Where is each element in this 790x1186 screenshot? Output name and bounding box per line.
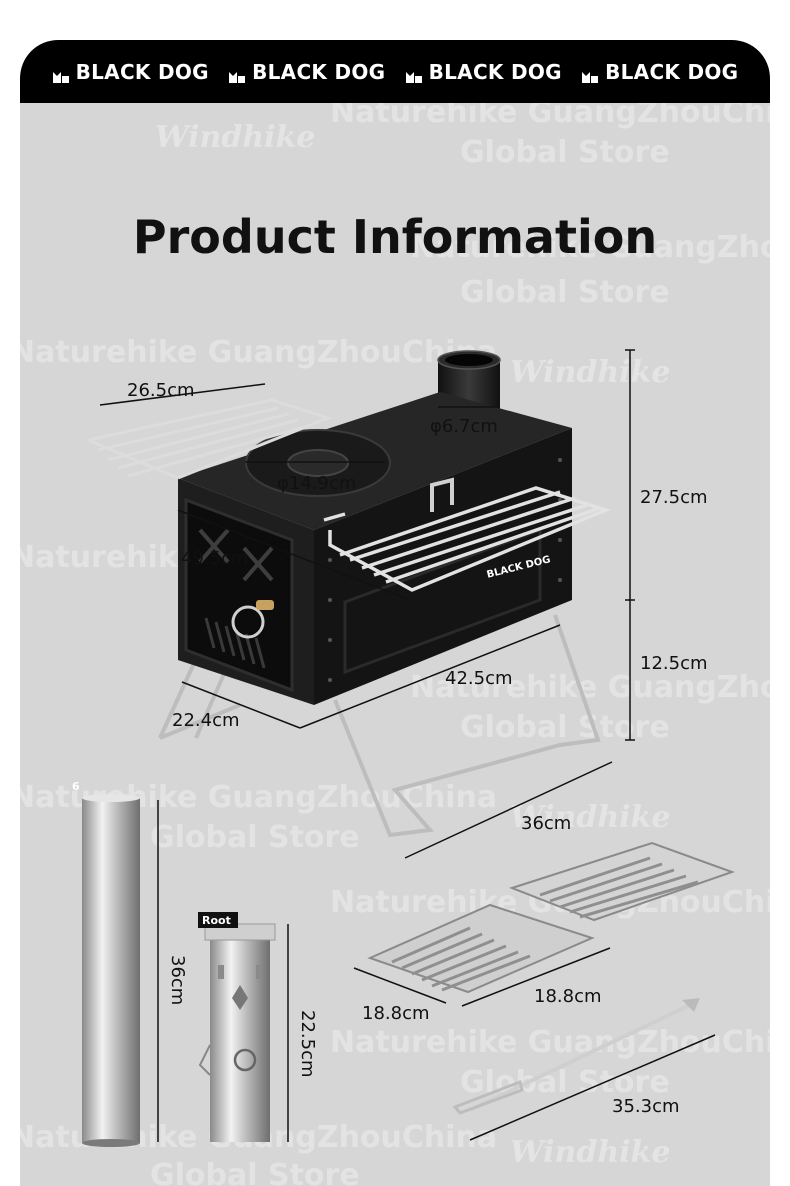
- watermark-logo: Windhike: [510, 1135, 671, 1170]
- brand-text: BLACK DOG: [605, 59, 739, 84]
- brand-text: BLACK DOG: [252, 59, 386, 84]
- brand-banner: BLACK DOG BLACK DOG BLACK DOG BLACK DOG: [20, 40, 770, 103]
- watermark-store-2: Global Store: [460, 710, 670, 745]
- dimension-lines: [99, 349, 635, 859]
- grill-grates: [353, 841, 735, 1007]
- product-panel: Naturehike GuangZhouChina Windhike Natur…: [20, 40, 770, 1186]
- watermark-logo: Windhike: [510, 355, 671, 390]
- watermark-store: Naturehike GuangZhouChina: [410, 670, 770, 705]
- pipe-length-label: 36cm: [167, 955, 188, 1006]
- total-length-label: 49.5cm: [181, 548, 249, 569]
- chimney-diameter-label: φ6.7cm: [430, 416, 498, 437]
- leg-height-label: 12.5cm: [640, 653, 708, 674]
- watermark-store-2: Global Store: [150, 1158, 360, 1186]
- pipe-count-tag: 6: [72, 780, 80, 793]
- spark-arrestor-cap: [198, 912, 289, 1142]
- watermark-logo: Windhike: [155, 120, 316, 155]
- total-height-label: 27.5cm: [640, 487, 708, 508]
- watermark-store-2: Global Store: [460, 275, 670, 310]
- dog-logo-icon: [405, 65, 423, 83]
- watermark-store-2: Global Store: [150, 820, 360, 855]
- cooktop-diameter-label: φ14.9cm: [277, 473, 357, 494]
- leg-span-label: 36cm: [521, 813, 572, 834]
- shelf-width-label: 26.5cm: [127, 380, 195, 401]
- body-length-label: 42.5cm: [445, 668, 513, 689]
- watermark-store-2: Global Store: [460, 135, 670, 170]
- brand-mark: BLACK DOG: [228, 60, 385, 84]
- dog-logo-icon: [228, 65, 246, 83]
- watermark-store: Naturehike GuangZhouChina: [20, 335, 498, 370]
- body-depth-label: 22.4cm: [172, 710, 240, 731]
- brand-mark: BLACK DOG: [581, 60, 738, 84]
- brand-text: BLACK DOG: [428, 59, 562, 84]
- grate-width-a-label: 18.8cm: [362, 1003, 430, 1024]
- right-shelf: [323, 486, 612, 592]
- poker-length-label: 35.3cm: [612, 1096, 680, 1117]
- left-shelf: [87, 398, 333, 480]
- fire-poker: [452, 998, 716, 1141]
- brand-mark: BLACK DOG: [52, 60, 209, 84]
- cap-tag: Root: [202, 914, 231, 927]
- brand-text: BLACK DOG: [75, 59, 209, 84]
- grate-width-b-label: 18.8cm: [534, 986, 602, 1007]
- cap-height-label: 22.5cm: [297, 1010, 318, 1078]
- chimney-pipe: [82, 794, 159, 1147]
- watermark-logo: Windhike: [510, 800, 671, 835]
- dog-logo-icon: [581, 65, 599, 83]
- watermark-store: Naturehike GuangZhouChina: [410, 230, 770, 265]
- brand-mark: BLACK DOG: [405, 60, 562, 84]
- watermark-store-2: Global Store: [460, 1065, 670, 1100]
- page-title: Product Information: [132, 210, 658, 264]
- dog-logo-icon: [52, 65, 70, 83]
